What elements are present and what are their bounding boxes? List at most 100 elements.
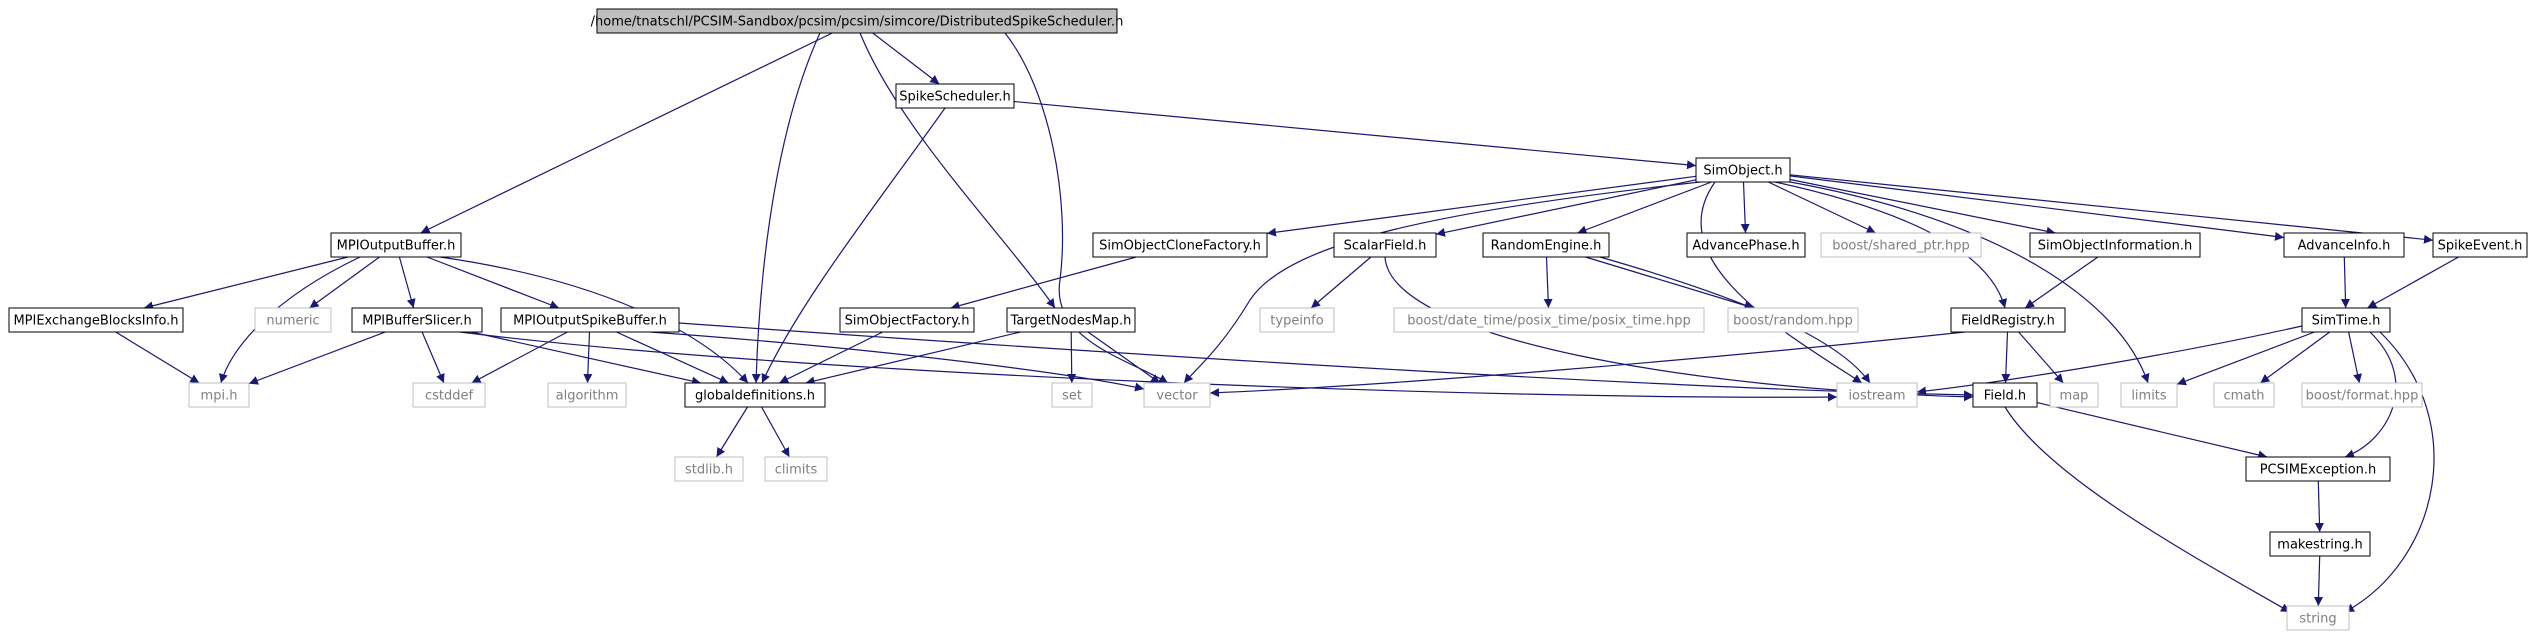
node-label-randomengine: RandomEngine.h [1491, 239, 1602, 254]
edge-simobject-to-sharedptr [1768, 181, 1876, 234]
node-label-pcsimexception: PCSIMException.h [2260, 463, 2377, 478]
node-label-mpibufferslicer: MPIBufferSlicer.h [362, 314, 472, 329]
node-scalarfield[interactable]: ScalarField.h [1333, 232, 1437, 258]
node-mpibufferslicer[interactable]: MPIBufferSlicer.h [351, 307, 483, 333]
node-label-advancephase: AdvancePhase.h [1692, 239, 1799, 254]
node-algorithm: algorithm [547, 382, 627, 408]
node-box-advanceinfo [2283, 232, 2405, 258]
edge-randomengine-to-boostrandom [1585, 256, 1754, 310]
node-advanceinfo[interactable]: AdvanceInfo.h [2283, 232, 2405, 258]
edge-simobject-to-advanceinfo [1789, 175, 2285, 241]
edge-simobject-to-spikeevent [1789, 174, 2434, 244]
node-globaldefinitions[interactable]: globaldefinitions.h [684, 382, 826, 408]
node-label-cstddef: cstddef [425, 389, 474, 404]
node-spikescheduler[interactable]: SpikeScheduler.h [895, 83, 1015, 109]
node-box-mpibufferslicer [351, 307, 483, 333]
node-box-typeinfo [1259, 307, 1335, 333]
edge-mpioutputbuffer-to-mpiexchange [143, 256, 349, 311]
edge-randomengine-to-posixtime [1543, 256, 1553, 309]
edge-fieldregistry-to-vector [1209, 331, 1966, 398]
node-cstddef: cstddef [412, 382, 486, 408]
node-mpioutputbuffer[interactable]: MPIOutputBuffer.h [330, 232, 462, 258]
edge-root-to-vector [1004, 32, 1169, 384]
edge-targetnodesmap-to-globaldefinitions [805, 331, 1021, 386]
edge-fieldh-to-string [2004, 406, 2291, 613]
node-simobject[interactable]: SimObject.h [1695, 157, 1791, 183]
node-vector: vector [1143, 382, 1211, 408]
edge-simobject-to-iostream [1700, 181, 1863, 384]
node-numeric: numeric [254, 307, 332, 333]
node-makestring[interactable]: makestring.h [2269, 531, 2371, 557]
node-box-limits [2120, 382, 2178, 408]
edge-simobjectclonefactory-to-simobjectfactory [950, 256, 1137, 310]
node-box-fieldregistry [1950, 307, 2066, 333]
node-label-limits: limits [2131, 389, 2167, 404]
node-label-typeinfo: typeinfo [1270, 314, 1323, 329]
node-boostrandom: boost/random.hpp [1727, 307, 1859, 333]
node-label-stdlib: stdlib.h [685, 463, 733, 478]
node-box-algorithm [547, 382, 627, 408]
node-box-targetnodesmap [1006, 307, 1136, 333]
edge-mpioutputbuffer-to-mpibufferslicer [398, 256, 416, 309]
node-spikeevent[interactable]: SpikeEvent.h [2432, 232, 2528, 258]
edge-simobject-to-simobjectclonefactory [1266, 175, 1697, 237]
node-simobjectclonefactory[interactable]: SimObjectCloneFactory.h [1092, 232, 1268, 258]
node-targetnodesmap[interactable]: TargetNodesMap.h [1006, 307, 1136, 333]
node-label-globaldefinitions: globaldefinitions.h [695, 389, 815, 404]
node-simobjectinformation[interactable]: SimObjectInformation.h [2029, 232, 2201, 258]
edge-mpioutputspikebuffer-to-fieldh [678, 322, 1974, 400]
node-set: set [1051, 382, 1093, 408]
node-simtime[interactable]: SimTime.h [2301, 307, 2391, 333]
node-fieldregistry[interactable]: FieldRegistry.h [1950, 307, 2066, 333]
node-mpioutputspikebuffer[interactable]: MPIOutputSpikeBuffer.h [500, 307, 680, 333]
node-box-spikeevent [2432, 232, 2528, 258]
edge-simtime-to-limits [2176, 331, 2315, 386]
edge-globaldefinitions-to-stdlib [715, 406, 749, 458]
node-box-posixtime [1393, 307, 1705, 333]
node-box-sharedptr [1820, 232, 1982, 258]
node-label-simobject: SimObject.h [1703, 164, 1782, 179]
edge-simobjectfactory-to-globaldefinitions [779, 331, 883, 384]
node-label-spikeevent: SpikeEvent.h [2438, 239, 2523, 254]
node-label-climits: climits [775, 463, 818, 478]
node-label-sharedptr: boost/shared_ptr.hpp [1832, 239, 1970, 254]
node-root[interactable]: /home/tnatschl/PCSIM-Sandbox/pcsim/pcsim… [591, 8, 1124, 34]
node-advancephase[interactable]: AdvancePhase.h [1686, 232, 1806, 258]
node-mpiexchange[interactable]: MPIExchangeBlocksInfo.h [8, 307, 184, 333]
edge-root-to-globaldefinitions [751, 32, 821, 384]
edge-globaldefinitions-to-climits [761, 406, 790, 458]
edge-mpioutputspikebuffer-to-globaldefinitions [616, 331, 729, 384]
node-label-mpioutputbuffer: MPIOutputBuffer.h [337, 239, 456, 254]
node-label-scalarfield: ScalarField.h [1344, 239, 1427, 254]
edge-simobjectinformation-to-fieldregistry [2024, 256, 2099, 309]
edge-simtime-to-string [2344, 331, 2435, 613]
node-label-spikescheduler: SpikeScheduler.h [899, 90, 1010, 105]
edge-root-to-spikescheduler [872, 32, 940, 85]
node-box-string [2286, 605, 2350, 631]
edge-simobject-to-simobjectinformation [1789, 178, 2056, 236]
node-box-set [1051, 382, 1093, 408]
edge-mpibufferslicer-to-globaldefinitions [470, 331, 702, 386]
edge-mpioutputbuffer-to-numeric [309, 256, 380, 309]
edge-simobject-to-vector [1183, 181, 1701, 384]
node-fieldh[interactable]: Field.h [1972, 382, 2038, 408]
node-box-fieldh [1972, 382, 2038, 408]
node-boostformat: boost/format.hpp [2301, 382, 2423, 408]
edge-simtime-to-iostream [1916, 325, 2303, 396]
node-simobjectfactory[interactable]: SimObjectFactory.h [839, 307, 975, 333]
node-label-boostrandom: boost/random.hpp [1733, 314, 1853, 329]
edge-fieldh-to-pcsimexception [2036, 402, 2268, 460]
edge-root-to-mpioutputbuffer [420, 32, 833, 234]
node-box-root [596, 8, 1118, 34]
node-box-mpih [188, 382, 250, 408]
node-label-mpih: mpi.h [201, 389, 238, 404]
node-pcsimexception[interactable]: PCSIMException.h [2245, 456, 2391, 482]
node-map: map [2049, 382, 2099, 408]
node-iostream: iostream [1836, 382, 1918, 408]
node-box-boostrandom [1727, 307, 1859, 333]
node-label-set: set [1062, 389, 1082, 404]
edge-targetnodesmap-to-set [1067, 331, 1077, 384]
node-randomengine[interactable]: RandomEngine.h [1482, 232, 1610, 258]
node-limits: limits [2120, 382, 2178, 408]
edge-fieldregistry-to-fieldh [2001, 331, 2011, 384]
